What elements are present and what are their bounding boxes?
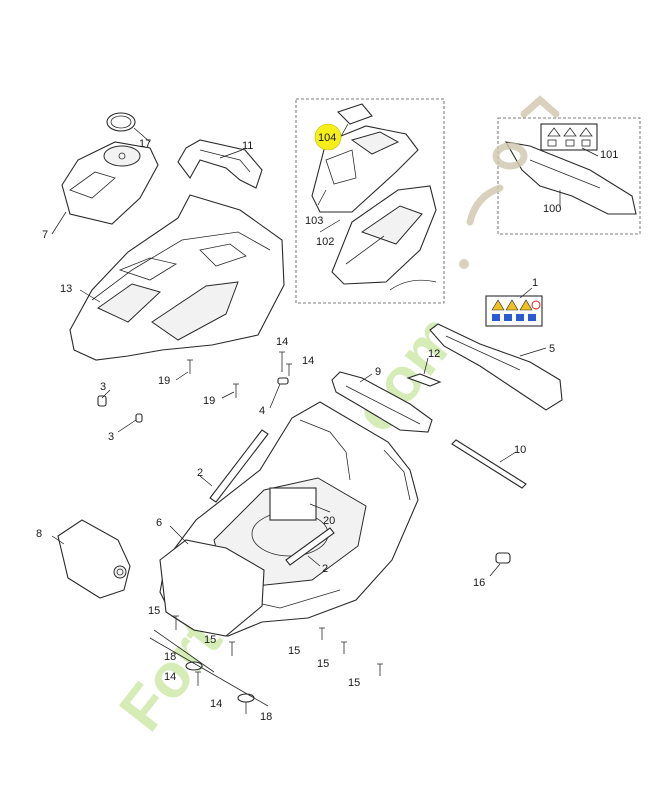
part-1-label <box>485 295 543 327</box>
label-11: 11 <box>242 140 253 152</box>
part-10-rod <box>451 439 527 489</box>
part-101-label <box>540 123 598 151</box>
kit-box-103 <box>295 98 445 304</box>
highlight-104 <box>314 123 342 151</box>
part-6-bumper <box>159 539 265 637</box>
part-13-housing <box>69 194 285 361</box>
part-labels: 17 11 7 13 104 103 102 101 100 1 5 14 14… <box>36 132 618 723</box>
fasteners-lower <box>149 615 383 714</box>
label-19-a: 19 <box>158 375 170 387</box>
label-3-a: 3 <box>100 381 106 393</box>
label-3-b: 3 <box>108 431 114 443</box>
label-14-c: 14 <box>164 671 176 683</box>
watermark-dotcom <box>459 95 560 269</box>
part-8-battery <box>57 519 131 599</box>
label-16: 16 <box>473 577 485 589</box>
label-15-e: 15 <box>348 677 360 689</box>
label-100: 100 <box>543 203 561 215</box>
part-5-deflector <box>429 323 563 411</box>
label-14-a: 14 <box>276 336 288 348</box>
kit-box-100 <box>497 117 641 235</box>
label-2-b: 2 <box>322 563 328 575</box>
label-7: 7 <box>42 229 48 241</box>
label-14-d: 14 <box>210 698 222 710</box>
part-11-handle <box>177 139 263 189</box>
part-12-clip <box>406 373 442 387</box>
label-101: 101 <box>600 149 618 161</box>
label-102: 102 <box>316 236 334 248</box>
label-19-b: 19 <box>203 395 215 407</box>
label-18-a: 18 <box>164 651 176 663</box>
label-2-a: 2 <box>197 467 203 479</box>
part-7-cover <box>61 141 159 225</box>
label-15-b: 15 <box>204 634 216 646</box>
label-10: 10 <box>514 444 526 456</box>
label-5: 5 <box>549 343 555 355</box>
part-17-ring <box>106 112 136 132</box>
label-18-b: 18 <box>260 711 272 723</box>
label-17: 17 <box>139 138 151 150</box>
part-2-bars <box>209 429 335 566</box>
part-104-cover-plate <box>336 103 373 125</box>
label-15-c: 15 <box>288 645 300 657</box>
label-103: 103 <box>305 215 323 227</box>
label-15-d: 15 <box>317 658 329 670</box>
label-1: 1 <box>532 277 538 289</box>
label-14-b: 14 <box>302 355 314 367</box>
label-12: 12 <box>428 348 440 360</box>
part-16-knob <box>495 552 511 564</box>
label-15-a: 15 <box>148 605 160 617</box>
label-8: 8 <box>36 528 42 540</box>
label-6: 6 <box>156 517 162 529</box>
label-20: 20 <box>323 515 335 527</box>
label-104: 104 <box>318 132 336 144</box>
leader-lines <box>51 123 599 577</box>
part-9-rail <box>331 371 433 433</box>
part-102-housing <box>331 185 437 291</box>
fasteners-upper <box>97 351 292 423</box>
label-13: 13 <box>60 283 72 295</box>
label-4: 4 <box>259 405 265 417</box>
label-9: 9 <box>375 366 381 378</box>
part-100-guard <box>504 141 637 215</box>
